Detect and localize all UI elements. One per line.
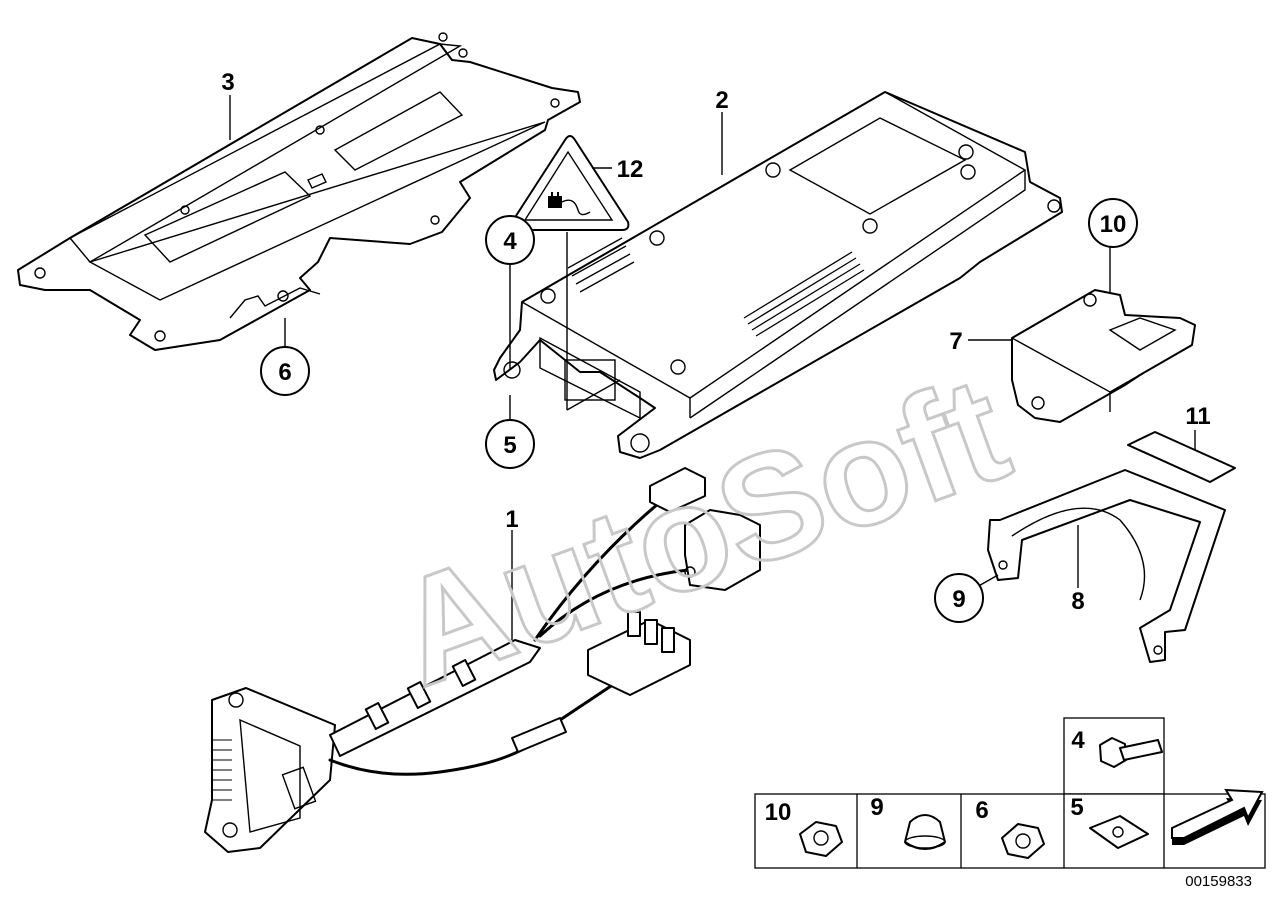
warning-label-part	[510, 135, 630, 231]
callout-2: 2	[715, 87, 728, 114]
hex-nut-icon	[799, 821, 843, 857]
table-label-10: 10	[765, 799, 792, 826]
bolt-icon	[1099, 737, 1163, 768]
hardware-table: 4 10 9 6 5	[754, 717, 1266, 869]
callout-1: 1	[505, 506, 518, 533]
leader-lines	[229, 95, 1196, 640]
table-label-9: 9	[870, 794, 883, 821]
module-part	[1011, 289, 1196, 423]
wiring-harness-part	[204, 467, 761, 853]
mounting-bracket-part	[17, 32, 581, 351]
callout-11: 11	[1185, 403, 1210, 430]
clip-nut-icon	[1089, 815, 1149, 849]
callout-6: 6	[278, 359, 291, 386]
callout-5: 5	[503, 432, 516, 459]
callout-12: 12	[617, 156, 644, 183]
callout-10: 10	[1100, 211, 1127, 238]
callout-7: 7	[949, 328, 962, 355]
adhesive-pad-part	[1127, 431, 1236, 483]
control-unit-part	[493, 91, 1063, 459]
table-label-4: 4	[1071, 727, 1085, 754]
callout-4: 4	[503, 228, 517, 255]
callout-9: 9	[952, 586, 965, 613]
flange-nut-icon	[1001, 823, 1045, 859]
document-number: 00159833	[1185, 873, 1252, 890]
plug-icon	[548, 192, 591, 216]
table-label-5: 5	[1070, 794, 1083, 821]
table-label-6: 6	[975, 797, 988, 824]
antenna-bracket-part	[987, 469, 1226, 663]
callout-3: 3	[221, 69, 234, 96]
arrow-icon	[1171, 788, 1264, 845]
cap-nut-icon	[904, 814, 946, 850]
callout-8: 8	[1071, 588, 1084, 615]
callout-circles	[260, 198, 1138, 623]
